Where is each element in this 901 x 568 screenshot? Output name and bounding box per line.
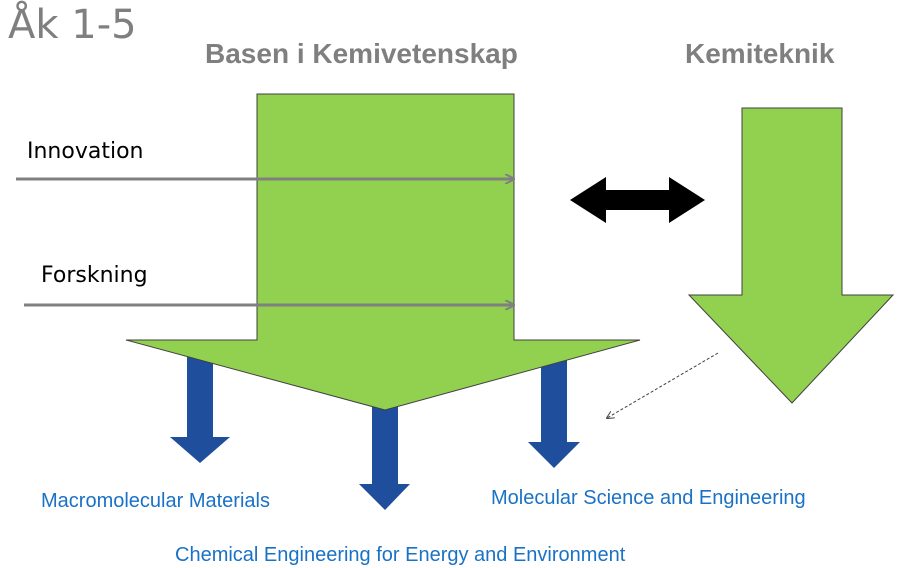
slide-title: Åk 1-5 <box>8 2 137 48</box>
program-molecular-science: Molecular Science and Engineering <box>491 487 806 509</box>
forskning-label: Forskning <box>41 263 148 288</box>
heading-kemiteknik: Kemiteknik <box>685 38 835 69</box>
blue-arrow-center <box>359 395 410 510</box>
green-arrow-basen <box>125 93 641 411</box>
blue-arrow-left <box>170 355 230 463</box>
double-arrow-icon <box>570 177 705 223</box>
program-chemical-engineering: Chemical Engineering for Energy and Envi… <box>175 544 626 566</box>
program-macromolecular-materials: Macromolecular Materials <box>41 490 270 512</box>
blue-arrow-right <box>528 355 580 468</box>
innovation-label: Innovation <box>27 139 144 164</box>
dashed-connector-arrow <box>607 352 719 418</box>
heading-basen-i-kemivetenskap: Basen i Kemivetenskap <box>205 38 518 69</box>
green-arrow-kemiteknik <box>687 107 895 404</box>
